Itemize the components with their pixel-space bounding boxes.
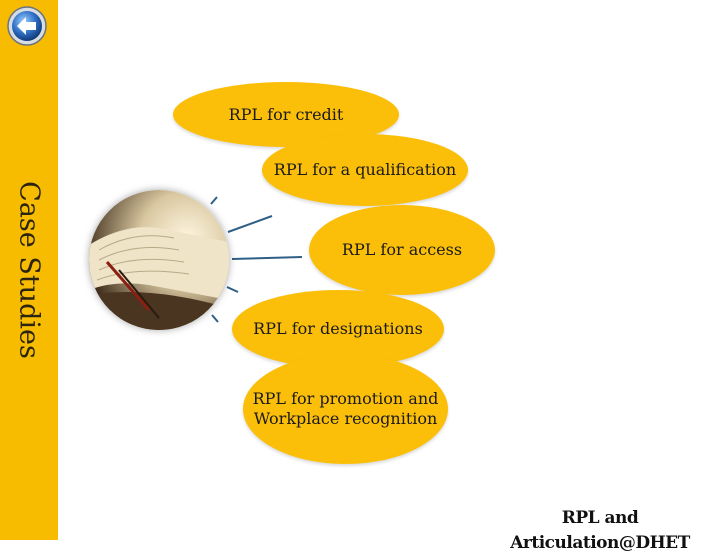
node-rpl-qualification: RPL for a qualification xyxy=(262,134,468,206)
back-button[interactable] xyxy=(6,5,48,47)
connector-line-5 xyxy=(211,314,219,323)
connector-lines xyxy=(210,196,303,323)
notebook-pencil-photo xyxy=(89,190,229,330)
connector-line-1 xyxy=(210,196,218,205)
arrow-left-icon xyxy=(7,6,47,46)
connector-line-4 xyxy=(226,286,239,293)
connector-line-2 xyxy=(227,215,273,233)
node-rpl-promotion: RPL for promotion and Workplace recognit… xyxy=(243,354,448,464)
side-bar xyxy=(0,0,58,540)
node-rpl-access: RPL for access xyxy=(309,205,495,295)
connector-line-3 xyxy=(231,256,303,260)
footer-text: RPL and Articulation@DHET xyxy=(510,508,690,553)
